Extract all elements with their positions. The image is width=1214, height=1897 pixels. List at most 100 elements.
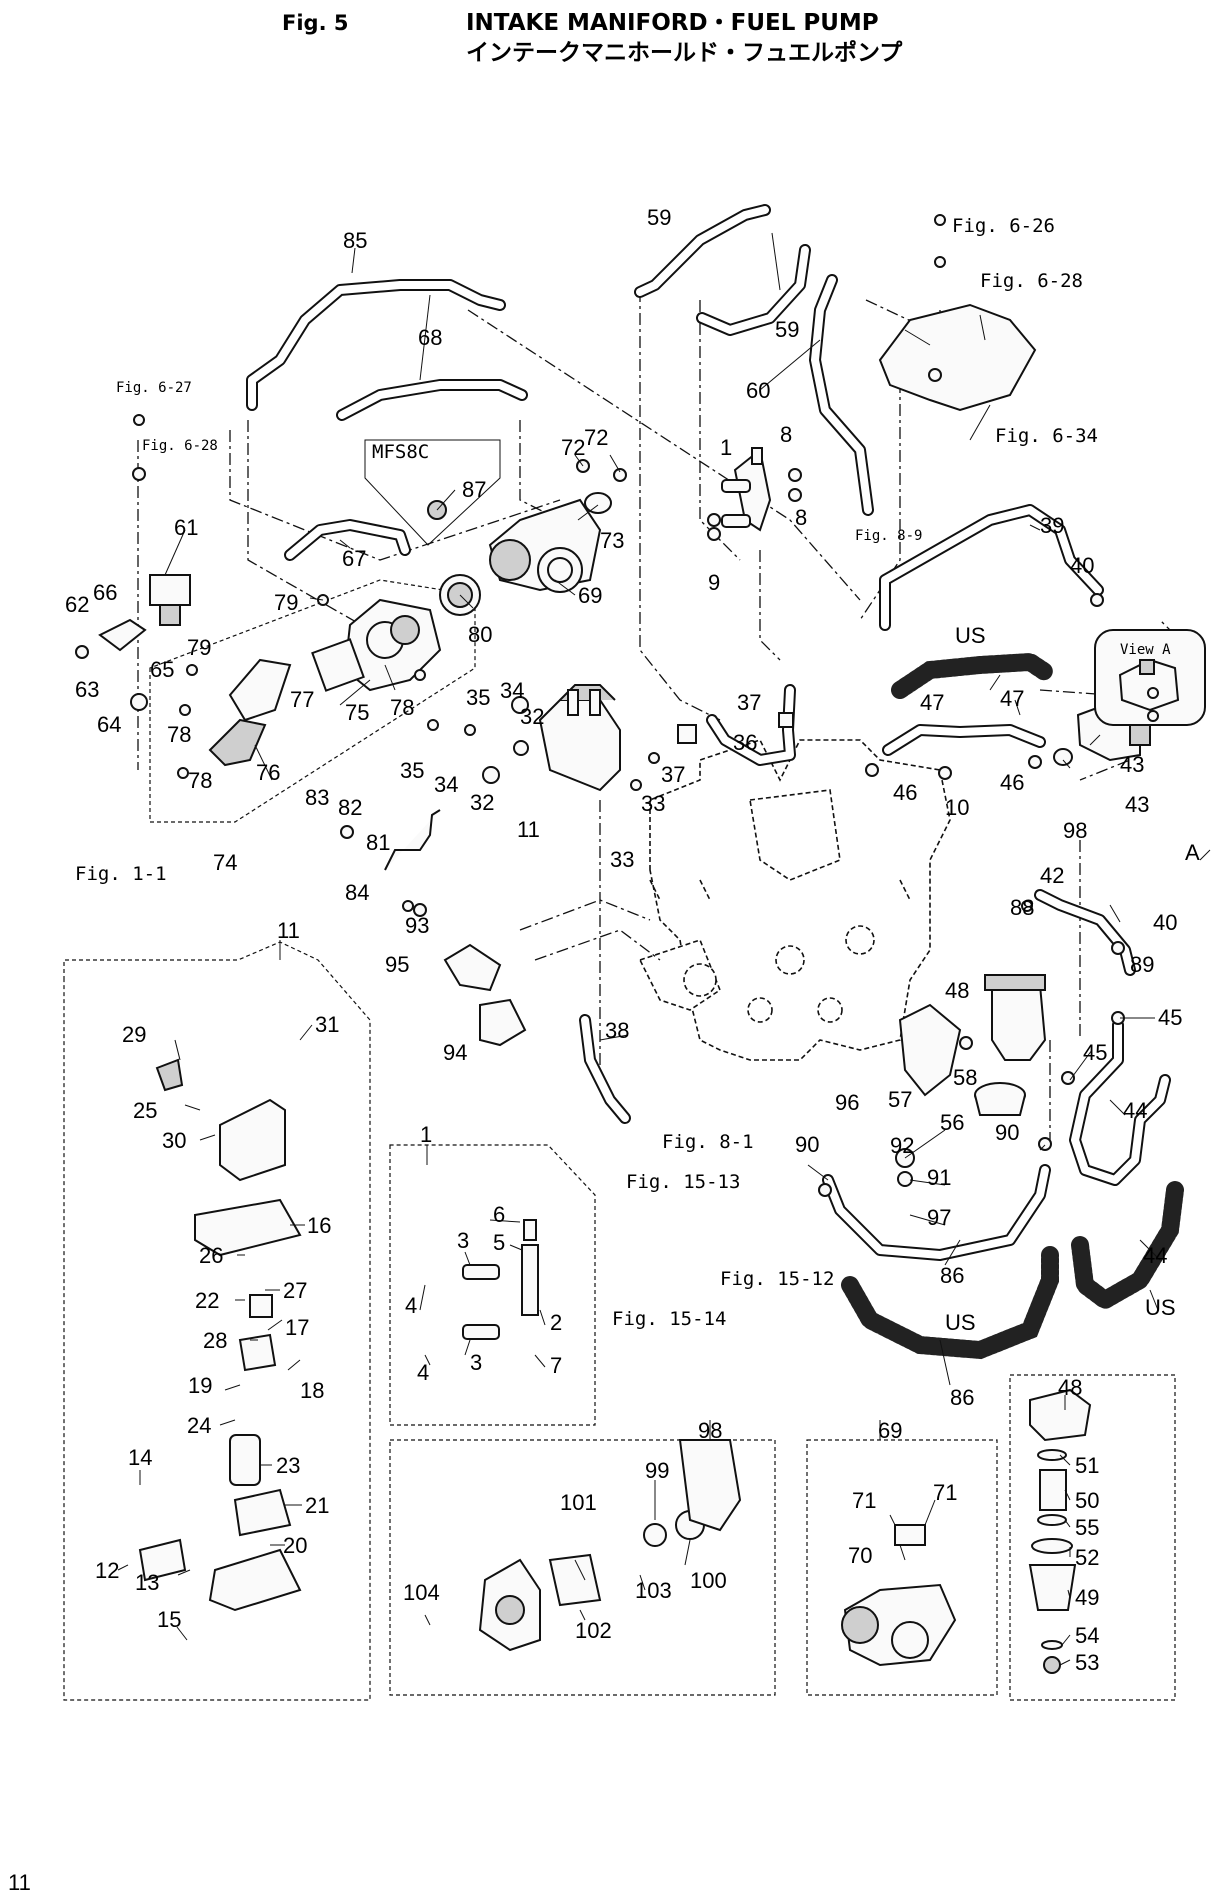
throttle-body-detail-69	[841, 1524, 957, 1667]
ref-fig-6-27: Fig. 6-27	[116, 380, 192, 396]
callout-45: 45	[1158, 1005, 1182, 1030]
callout-80: 80	[468, 622, 492, 647]
link-93	[443, 943, 527, 1047]
callout-20: 20	[283, 1533, 307, 1558]
callout-47: 47	[1000, 686, 1024, 711]
callout-10: 10	[945, 795, 969, 820]
callout-26: 26	[199, 1243, 223, 1268]
callout-86: 86	[950, 1385, 974, 1410]
callout-64: 64	[97, 712, 121, 737]
callout-37: 37	[737, 690, 761, 715]
hose-85	[246, 279, 506, 411]
callout-59: 59	[647, 205, 671, 230]
callout-38: 38	[605, 1018, 629, 1043]
gasket-73	[584, 492, 612, 514]
callout-37: 37	[661, 762, 685, 787]
callout-61: 61	[174, 515, 198, 540]
callout-73: 73	[600, 528, 624, 553]
callout-62: 62	[65, 592, 89, 617]
group-box-98	[389, 1439, 776, 1696]
page-number: 11	[8, 1870, 31, 1895]
callout-16: 16	[307, 1213, 331, 1238]
callout-3: 3	[470, 1350, 482, 1375]
callout-97: 97	[927, 1205, 951, 1230]
callout-51: 51	[1075, 1453, 1099, 1478]
callout-78: 78	[167, 722, 191, 747]
callout-71: 71	[852, 1488, 876, 1513]
cover-fig-6-34	[878, 303, 1037, 412]
throttle-rod-81	[384, 809, 441, 871]
callout-43: 43	[1120, 752, 1144, 777]
callout-3: 3	[457, 1228, 469, 1253]
callout-1: 1	[420, 1122, 432, 1147]
group-box-1	[389, 1144, 596, 1426]
ref-fig-8-9: Fig. 8-9	[855, 528, 922, 544]
hose-86-us	[841, 1246, 1059, 1360]
callout-17: 17	[285, 1315, 309, 1340]
callout-95: 95	[385, 952, 409, 977]
callout-48: 48	[945, 978, 969, 1003]
us-label: US	[945, 1310, 976, 1335]
hose-38	[579, 1014, 631, 1124]
callout-59: 59	[775, 317, 799, 342]
group-box-69	[806, 1439, 998, 1696]
callout-69: 69	[878, 1418, 902, 1443]
intake-manifold-75	[311, 598, 442, 692]
group-box-74	[149, 579, 476, 823]
callout-56: 56	[940, 1110, 964, 1135]
callout-5: 5	[493, 1230, 505, 1255]
callout-19: 19	[188, 1373, 212, 1398]
mfs8c-label: MFS8C	[372, 441, 429, 463]
callout-77: 77	[290, 687, 314, 712]
figure-title: INTAKE MANIFORD・FUEL PUMP	[466, 10, 879, 36]
ref-fig-6-28: Fig. 6-28	[980, 270, 1083, 292]
callout-23: 23	[276, 1453, 300, 1478]
hose-60	[809, 274, 874, 516]
callout-86: 86	[940, 1263, 964, 1288]
callout-24: 24	[187, 1413, 211, 1438]
callout-31: 31	[315, 1012, 339, 1037]
callout-98: 98	[1063, 818, 1087, 843]
callout-22: 22	[195, 1288, 219, 1313]
callout-43: 43	[1125, 792, 1149, 817]
callout-53: 53	[1075, 1650, 1099, 1675]
callout-84: 84	[345, 880, 369, 905]
callout-42: 42	[1040, 863, 1064, 888]
callout-39: 39	[1040, 513, 1064, 538]
ref-fig-15-12: Fig. 15-12	[720, 1268, 834, 1290]
hose-44	[1069, 1019, 1171, 1186]
callout-29: 29	[122, 1022, 146, 1047]
bracket-57	[898, 1003, 962, 1097]
callout-1: 1	[720, 435, 732, 460]
vapor-separator-11	[538, 684, 621, 792]
callout-65: 65	[150, 657, 174, 682]
callout-101: 101	[560, 1490, 597, 1515]
callout-33: 33	[641, 791, 665, 816]
callout-57: 57	[888, 1087, 912, 1112]
ref-fig-6-34: Fig. 6-34	[995, 425, 1098, 447]
callout-48: 48	[1058, 1375, 1082, 1400]
callout-11: 11	[277, 918, 300, 943]
ref-fig-6-26: Fig. 6-26	[952, 215, 1055, 237]
callout-40: 40	[1153, 910, 1177, 935]
us-label: US	[1145, 1295, 1176, 1320]
fuel-pump-detail-98	[478, 1439, 742, 1652]
callout-28: 28	[203, 1328, 227, 1353]
callout-32: 32	[470, 790, 494, 815]
callout-21: 21	[305, 1493, 329, 1518]
hose-47-us	[891, 652, 1054, 699]
callout-45: 45	[1083, 1040, 1107, 1065]
callout-79: 79	[187, 635, 211, 660]
solenoid-valve-61	[98, 574, 191, 652]
callout-32: 32	[520, 704, 544, 729]
callout-76: 76	[256, 760, 280, 785]
callout-90: 90	[795, 1132, 819, 1157]
callout-27: 27	[283, 1278, 307, 1303]
callout-87: 87	[462, 477, 486, 502]
callout-7: 7	[550, 1353, 562, 1378]
callout-91: 91	[927, 1165, 951, 1190]
callout-60: 60	[746, 378, 770, 403]
callout-numbers: 85 68 59 59 60 1 8 8 9 72 72 73 69 87 80…	[65, 205, 1182, 1675]
throttle-body-69	[488, 498, 602, 593]
callout-40: 40	[1070, 553, 1094, 578]
